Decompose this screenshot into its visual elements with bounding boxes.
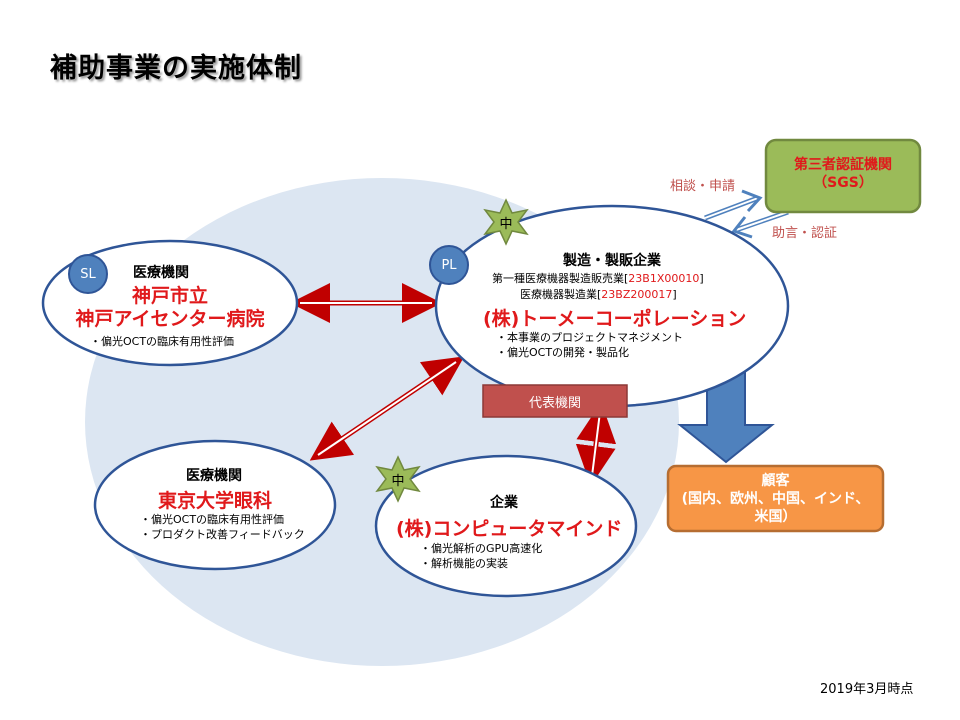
- kobe-name-line1: 神戸市立: [131, 285, 208, 307]
- cmind-bullet-1: ・偏光解析のGPU高速化: [420, 542, 543, 555]
- cmind-star-icon: [375, 455, 421, 503]
- third-party-text: 第三者認証機関 （SGS）: [766, 156, 920, 192]
- advice-arrow: [731, 209, 789, 239]
- cmind-bullet-2: ・解析機能の実装: [420, 557, 508, 570]
- tomey-name: (株)トーメーコーポレーション: [483, 308, 747, 330]
- tomey-bullets: ・本事業のプロジェクトマネジメント ・偏光OCTの開発・製品化: [496, 330, 683, 360]
- cmind-node: [374, 454, 638, 598]
- customer-line1: (国内、欧州、中国、インド、: [681, 491, 870, 507]
- todai-tomey-arrow: [309, 356, 465, 461]
- customer-line2: 米国）: [754, 509, 797, 525]
- cmind-bullets: ・偏光解析のGPU高速化 ・解析機能の実装: [420, 541, 542, 571]
- kobe-badge: SL: [68, 254, 108, 294]
- tomey-header: 製造・製販企業: [563, 253, 661, 269]
- todai-node: [93, 439, 337, 571]
- date-note: 2019年3月時点: [820, 682, 914, 697]
- apply-label: 相談・申請: [670, 179, 736, 194]
- todai-name: 東京大学眼科: [158, 490, 273, 512]
- page-title: 補助事業の実施体制: [50, 53, 302, 84]
- todai-bullet-2: ・プロダクト改善フィードバック: [140, 528, 305, 541]
- customer-text: 顧客 (国内、欧州、中国、インド、 米国）: [668, 472, 883, 526]
- delivery-arrow: [677, 369, 775, 464]
- todai-bullet-1: ・偏光OCTの臨床有用性評価: [140, 513, 285, 526]
- customer-header: 顧客: [761, 473, 790, 489]
- cmind-star-label: 中: [391, 474, 405, 489]
- tomey-bullet-1: ・本事業のプロジェクトマネジメント: [496, 331, 683, 344]
- advice-label: 助言・認証: [772, 226, 838, 241]
- tomey-license2: 医療機器製造業[23BZ200017]: [520, 288, 677, 301]
- representative-label: 代表機関: [528, 395, 581, 411]
- third-party-box: [764, 138, 922, 214]
- third-party-line1: 第三者認証機関: [794, 157, 892, 173]
- kobe-name: 神戸市立 神戸アイセンター病院: [60, 285, 280, 331]
- customer-box: [666, 464, 885, 533]
- kobe-header: 医療機関: [133, 265, 189, 281]
- tomey-bullet-2: ・偏光OCTの開発・製品化: [496, 346, 630, 359]
- rep-cmind-arrow: [575, 402, 617, 486]
- cmind-name: (株)コンピュータマインド: [396, 518, 623, 540]
- tomey-star-icon: [483, 198, 529, 246]
- third-party-line2: （SGS）: [813, 175, 873, 191]
- tomey-badge: PL: [429, 245, 469, 285]
- cmind-header: 企業: [490, 495, 518, 511]
- tomey-license1: 第一種医療機器製造販売業[23B1X00010]: [492, 272, 704, 285]
- tomey-star-label: 中: [499, 217, 513, 232]
- todai-bullets: ・偏光OCTの臨床有用性評価 ・プロダクト改善フィードバック: [140, 512, 305, 542]
- kobe-bullet: ・偏光OCTの臨床有用性評価: [90, 335, 235, 348]
- apply-arrow: [704, 189, 763, 221]
- representative-box: [482, 384, 628, 418]
- kobe-name-line2: 神戸アイセンター病院: [75, 308, 265, 330]
- todai-header: 医療機関: [186, 468, 242, 484]
